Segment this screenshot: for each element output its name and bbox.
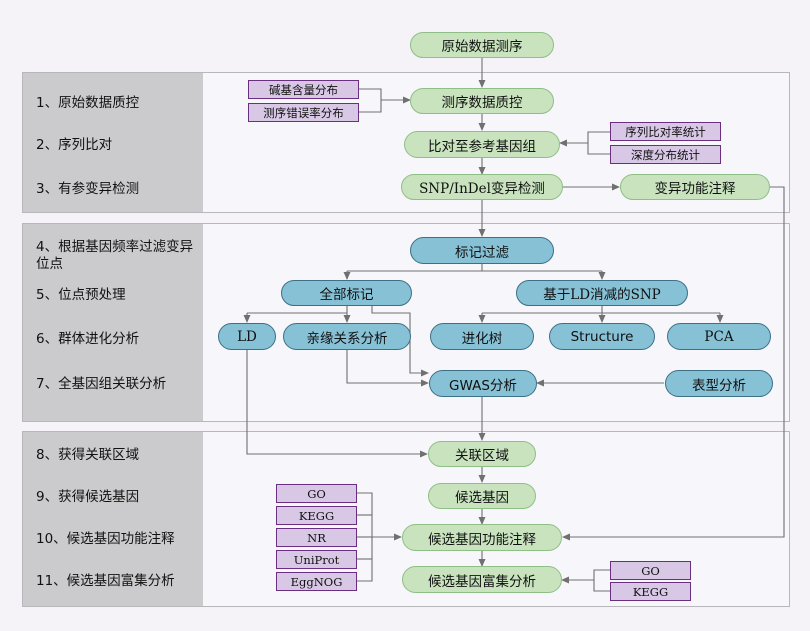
node-kinship: 亲缘关系分析 xyxy=(283,323,411,350)
node-raw-sequencing: 原始数据测序 xyxy=(410,32,554,58)
step-3: 3、有参变异检测 xyxy=(36,181,140,197)
box-uniprot-db: UniProt xyxy=(276,550,357,569)
box-depth: 深度分布统计 xyxy=(610,145,721,164)
node-gwas: GWAS分析 xyxy=(429,370,537,397)
step-5: 5、位点预处理 xyxy=(36,287,126,303)
box-kegg-enrich: KEGG xyxy=(610,582,691,601)
edge-base-content xyxy=(359,88,382,100)
node-ld: LD xyxy=(218,323,276,350)
step-4: 4、根据基因频率过滤变异位点 xyxy=(36,239,194,272)
edge-ld-region xyxy=(246,350,428,458)
node-align: 比对至参考基因组 xyxy=(404,131,560,158)
node-region: 关联区域 xyxy=(428,441,536,467)
box-kegg-db: KEGG xyxy=(276,506,357,525)
node-ld-snp: 基于LD消减的SNP xyxy=(516,280,688,306)
step-2: 2、序列比对 xyxy=(36,137,113,153)
edge-kinship-gwas xyxy=(346,350,429,387)
box-base-content: 碱基含量分布 xyxy=(248,80,359,99)
edge-align-rate xyxy=(587,131,610,143)
node-tree: 进化树 xyxy=(430,323,534,350)
edge-enrich-kegg xyxy=(593,580,610,592)
node-variant-anno: 变异功能注释 xyxy=(620,174,770,200)
box-align-rate: 序列比对率统计 xyxy=(610,122,721,141)
step-9: 9、获得候选基因 xyxy=(36,489,140,505)
step-10: 10、候选基因功能注释 xyxy=(36,531,175,547)
node-snp-indel: SNP/InDel变异检测 xyxy=(401,174,563,200)
step-6: 6、群体进化分析 xyxy=(36,331,140,347)
node-candidate: 候选基因 xyxy=(428,483,536,509)
box-error-rate: 测序错误率分布 xyxy=(248,103,359,122)
node-qc: 测序数据质控 xyxy=(410,88,554,114)
node-filter: 标记过滤 xyxy=(410,237,554,264)
edge-error-rate xyxy=(359,100,382,113)
sidebar-candidate xyxy=(23,432,203,606)
node-cand-enrich: 候选基因富集分析 xyxy=(402,566,562,593)
step-1: 1、原始数据质控 xyxy=(36,95,140,111)
step-11: 11、候选基因富集分析 xyxy=(36,573,175,589)
node-phenotype: 表型分析 xyxy=(665,370,773,397)
node-all-markers: 全部标记 xyxy=(281,280,412,306)
step-7: 7、全基因组关联分析 xyxy=(36,376,167,392)
sidebar-analysis xyxy=(23,224,203,421)
node-pca: PCA xyxy=(667,323,771,350)
box-go-db: GO xyxy=(276,484,357,503)
edge-variant-anno-cand xyxy=(562,186,785,541)
edge-enrich-go xyxy=(593,569,610,580)
step-8: 8、获得关联区域 xyxy=(36,447,140,463)
edge-all-gwas xyxy=(371,306,429,377)
sidebar-preprocessing xyxy=(23,73,203,212)
node-cand-anno: 候选基因功能注释 xyxy=(402,524,562,551)
box-nr-db: NR xyxy=(276,528,357,547)
box-eggnog-db: EggNOG xyxy=(276,572,357,591)
edge-depth xyxy=(587,143,610,155)
box-go-enrich: GO xyxy=(610,561,691,580)
node-structure: Structure xyxy=(549,323,655,350)
